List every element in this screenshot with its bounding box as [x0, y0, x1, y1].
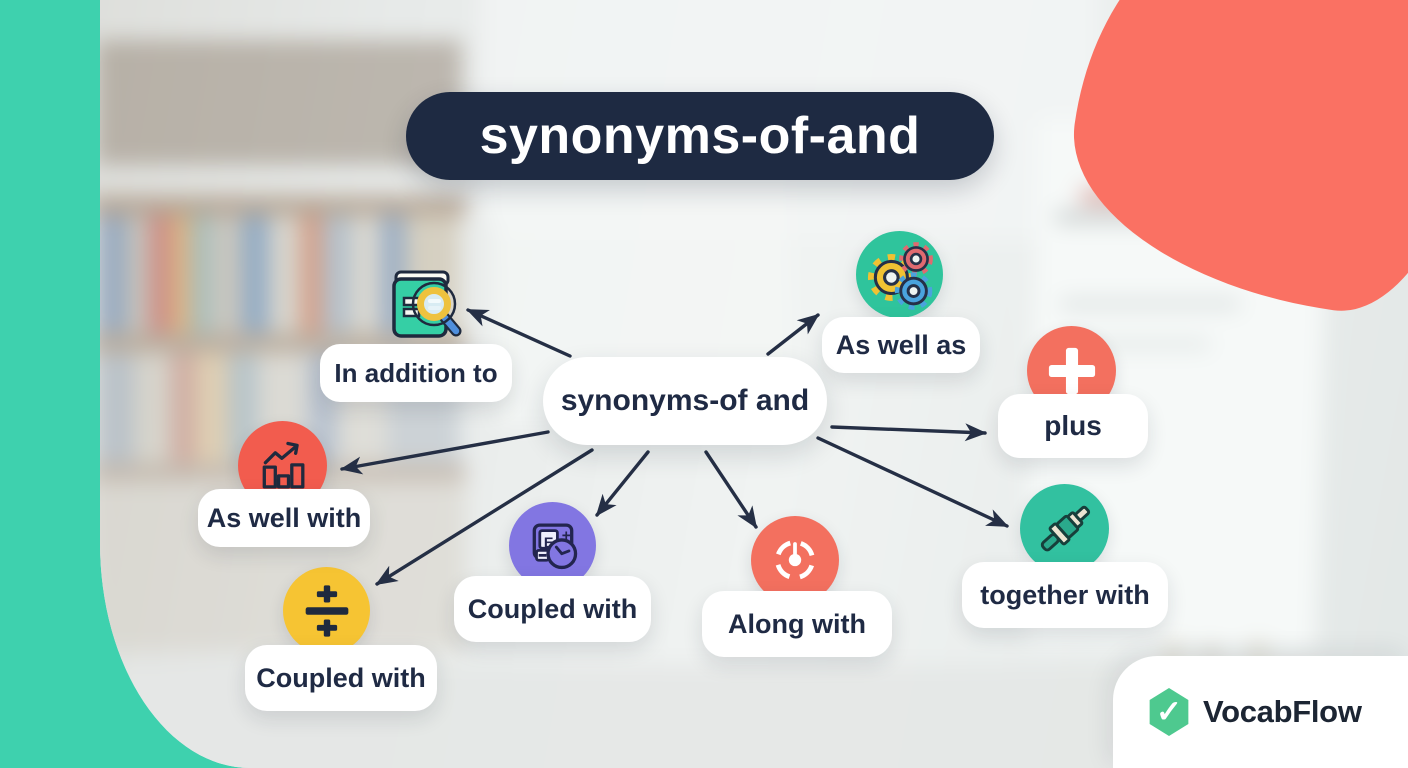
page-title: synonyms-of-and — [479, 107, 921, 165]
node-label-along-with: Along with — [728, 608, 866, 639]
central-node: synonyms-of and — [543, 357, 827, 445]
gears-icon — [856, 231, 943, 318]
brand-name: VocabFlow — [1203, 694, 1362, 729]
node-label-as-well-as: As well as — [835, 329, 967, 360]
hexagon-check-icon: ✓ — [1149, 688, 1189, 736]
brand-card: ✓ VocabFlow — [1113, 656, 1408, 768]
book-magnifier-icon — [392, 270, 462, 338]
target-icon — [751, 516, 839, 604]
connector-icon — [1020, 484, 1109, 573]
node-label-as-well-with: As well with — [206, 502, 362, 533]
node-label-in-addition-to: In addition to — [334, 357, 498, 388]
central-node-label: synonyms-of and — [560, 384, 810, 417]
node-label-coupled-with-2: Coupled with — [467, 593, 638, 624]
node-label-coupled-with-1: Coupled with — [256, 662, 426, 693]
node-label-together-with: together with — [980, 579, 1150, 610]
title-banner: synonyms-of-and — [406, 92, 994, 180]
divide-icon — [283, 567, 370, 654]
node-label-plus: plus — [1044, 410, 1102, 441]
